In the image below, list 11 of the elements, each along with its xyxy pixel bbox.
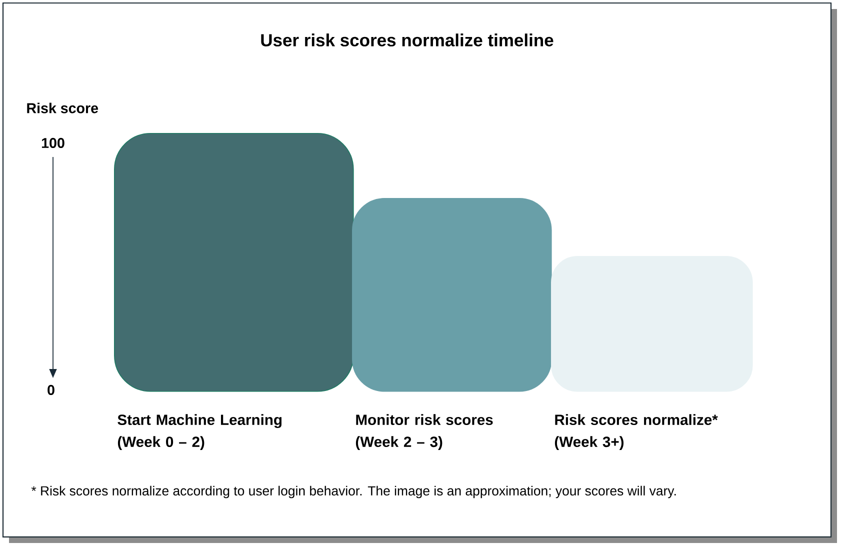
footnote: * Risk scores normalize according to user login behavior. The image is an approximation; your scores will vary. [31, 486, 676, 498]
score-block [114, 132, 354, 392]
axis-tick-label: 100 [42, 138, 64, 148]
score-block [352, 198, 552, 392]
block-caption: Start Machine Learning (Week 0 – 2) [118, 414, 282, 450]
score-block [551, 256, 753, 392]
block-caption: Risk scores normalize* (Week 3+) [554, 414, 718, 450]
block-caption: Monitor risk scores (Week 2 – 3) [356, 414, 493, 450]
axis-tick-label: 0 [48, 384, 54, 396]
axis-title: Risk score [27, 102, 98, 114]
title: User risk scores normalize timeline [261, 34, 554, 46]
